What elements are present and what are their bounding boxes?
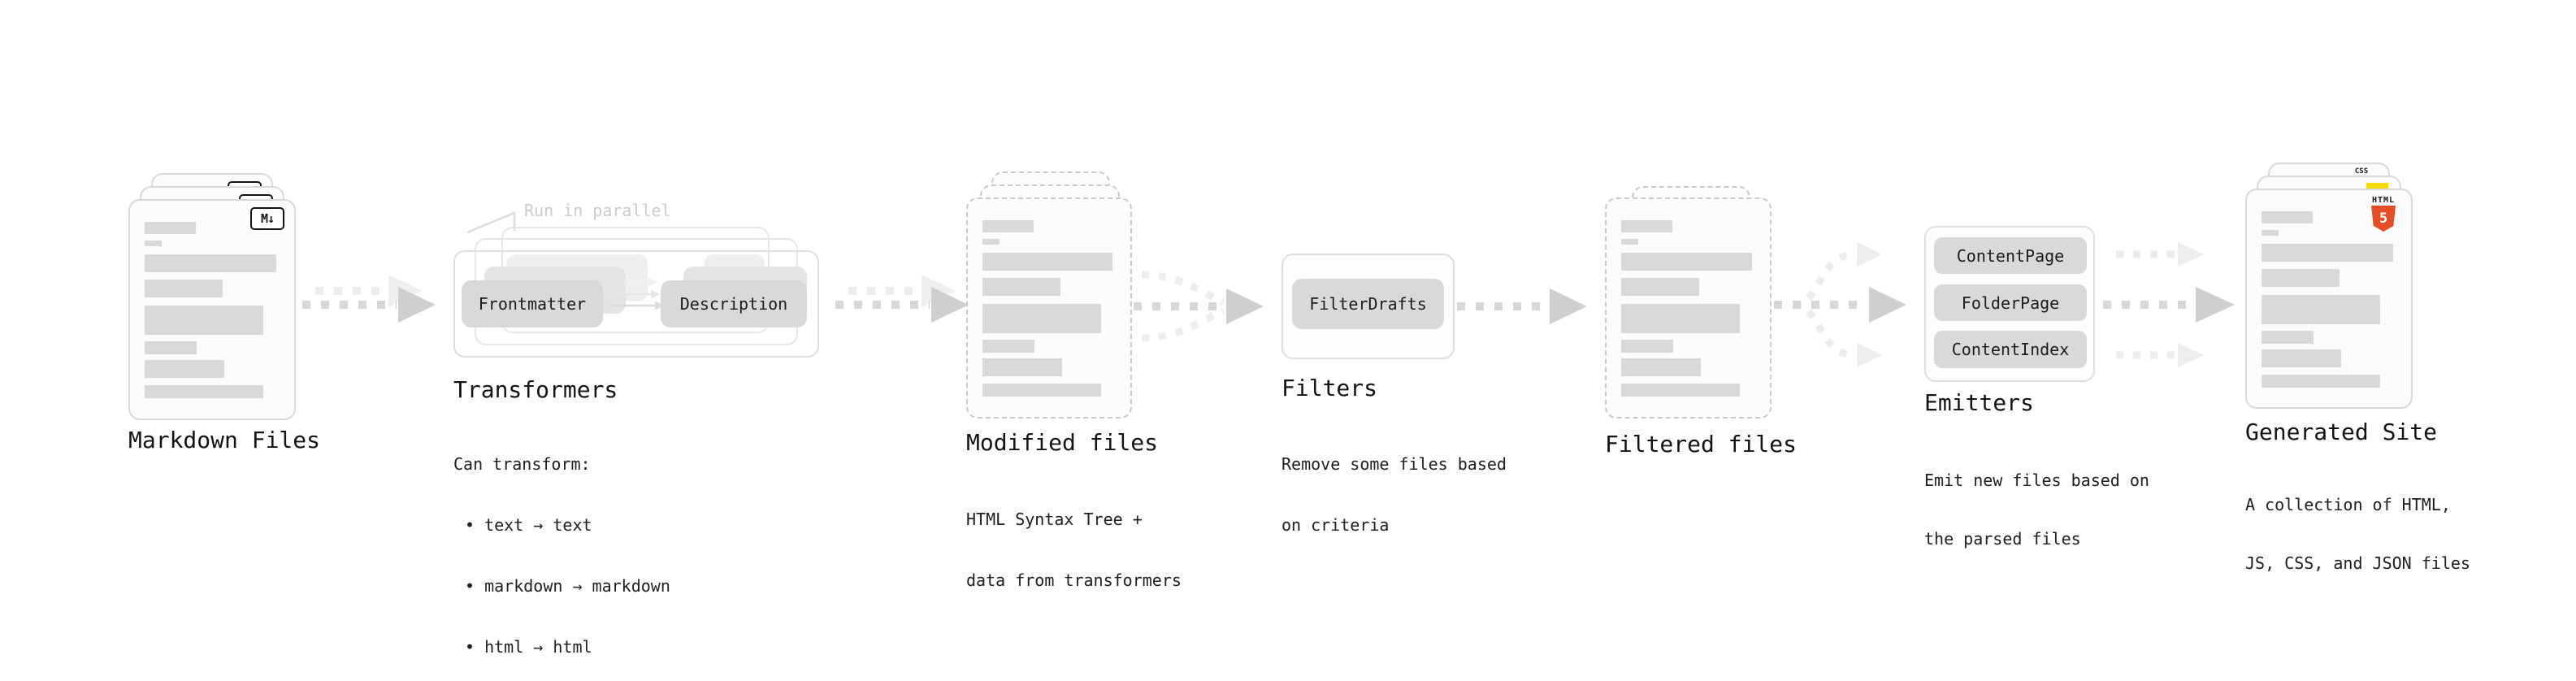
document-card-html: HTML 5 (2245, 189, 2413, 409)
stage-description: Emit new files based on the parsed files (1924, 471, 2149, 549)
parallel-annotation: Run in parallel (524, 201, 671, 220)
stage-title: Filtered files (1605, 431, 1798, 458)
content-placeholder-bars (2262, 190, 2393, 407)
transformer-pill-frontmatter: Frontmatter (462, 280, 603, 327)
arrow-modified-to-filters (1134, 271, 1264, 342)
emitter-pill-contentindex: ContentIndex (1934, 331, 2087, 368)
document-card-front (966, 197, 1132, 419)
stage-description: HTML Syntax Tree + data from transformer… (966, 510, 1182, 590)
document-card-front (1605, 197, 1772, 419)
stage-title: Markdown Files (128, 427, 321, 453)
annotation-leader-line (466, 211, 516, 234)
filter-pill-filterdrafts: FilterDrafts (1292, 279, 1444, 329)
stage-title: Transformers (453, 376, 618, 403)
arrow-transformers-to-modified (835, 275, 969, 323)
stage-description: A collection of HTML, JS, CSS, and JSON … (2245, 495, 2470, 573)
stage-description: Can transform: • text → text • markdown … (453, 454, 670, 657)
stage-title: Modified files (966, 429, 1159, 456)
arrow-emitters-to-generated (2103, 242, 2235, 367)
transform-flow-arrows (610, 277, 664, 310)
emitter-pill-contentpage: ContentPage (1934, 237, 2087, 274)
transformer-pill-description: Description (661, 280, 807, 327)
stage-title: Filters (1281, 375, 1378, 401)
arrow-filtered-to-emitters (1774, 242, 1906, 367)
content-placeholder-bars (982, 199, 1112, 417)
arrow-markdown-to-transformers (302, 275, 436, 323)
content-placeholder-bars (145, 201, 276, 419)
html5-icon: HTML 5 (2366, 196, 2401, 232)
stage-title: Emitters (1924, 389, 2034, 416)
stage-description: Remove some files based on criteria (1281, 454, 1507, 535)
transformer-stack-box-front (453, 250, 819, 358)
arrow-filters-to-filtered (1457, 288, 1587, 324)
stage-title: Generated Site (2245, 419, 2438, 445)
content-placeholder-bars (1621, 199, 1752, 417)
markdown-file-icon: M↓ (250, 207, 284, 230)
emitter-pill-folderpage: FolderPage (1934, 284, 2087, 321)
document-card-front: M↓ (128, 199, 296, 420)
